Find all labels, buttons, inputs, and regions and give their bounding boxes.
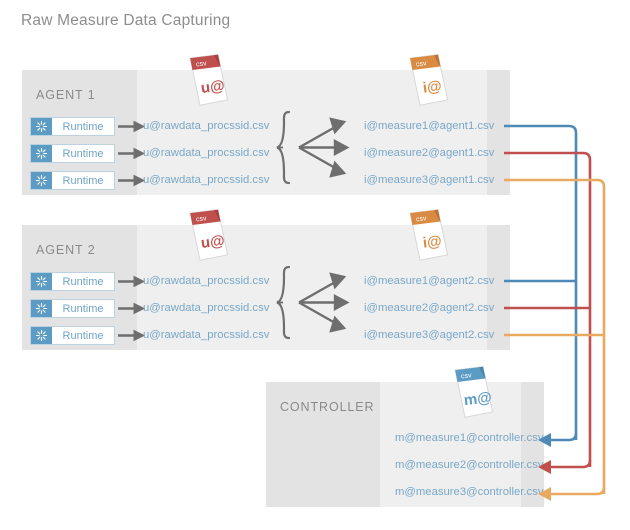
agent2-right-edge-column bbox=[487, 225, 510, 350]
controller-right-edge-column bbox=[521, 382, 544, 507]
controller-content-column bbox=[380, 382, 521, 507]
route-blue-agent1 bbox=[504, 124, 578, 440]
svg-text:u@: u@ bbox=[200, 232, 226, 252]
runtime-label: Runtime bbox=[62, 147, 104, 160]
out-file-agent1-1: i@measure1@agent1.csv bbox=[364, 120, 495, 132]
agent1-right-edge-column bbox=[487, 70, 510, 195]
route-orange-into-controller bbox=[549, 486, 606, 496]
starburst-icon bbox=[31, 273, 52, 290]
runtime-label: Runtime bbox=[62, 174, 104, 187]
svg-text:csv: csv bbox=[416, 60, 428, 68]
svg-text:csv: csv bbox=[461, 372, 473, 380]
csv-doc-icon-controller: csv m@ bbox=[454, 366, 494, 418]
runtime-box-agent1-3[interactable]: Runtime bbox=[30, 171, 115, 190]
agent2-title: AGENT 2 bbox=[36, 243, 96, 257]
raw-file-agent1-2: u@rawdata_procssid.csv bbox=[143, 147, 270, 159]
runtime-label: Runtime bbox=[62, 329, 104, 342]
panel-controller bbox=[266, 382, 544, 507]
runtime-box-agent2-3[interactable]: Runtime bbox=[30, 326, 115, 345]
raw-file-agent2-1: u@rawdata_procssid.csv bbox=[143, 275, 270, 287]
route-orange-agent1 bbox=[504, 178, 606, 494]
page-title: Raw Measure Data Capturing bbox=[21, 12, 231, 29]
runtime-box-agent1-1[interactable]: Runtime bbox=[30, 117, 115, 136]
raw-file-agent1-1: u@rawdata_procssid.csv bbox=[143, 120, 270, 132]
svg-text:m@: m@ bbox=[463, 389, 493, 409]
out-file-agent2-2: i@measure2@agent2.csv bbox=[364, 302, 495, 314]
svg-text:csv: csv bbox=[416, 215, 428, 223]
csv-doc-icon-agent1-raw: csv u@ bbox=[189, 54, 229, 106]
route-red-agent1 bbox=[504, 151, 592, 467]
aggregate-fan-agent1 bbox=[276, 110, 350, 185]
svg-text:u@: u@ bbox=[200, 77, 226, 97]
svg-text:i@: i@ bbox=[422, 233, 443, 252]
runtime-label: Runtime bbox=[62, 302, 104, 315]
runtime-box-agent1-2[interactable]: Runtime bbox=[30, 144, 115, 163]
starburst-icon bbox=[31, 327, 52, 344]
runtime-label: Runtime bbox=[62, 275, 104, 288]
route-red-into-controller bbox=[549, 459, 592, 469]
svg-text:i@: i@ bbox=[422, 78, 443, 97]
starburst-icon bbox=[31, 118, 52, 135]
arrowhead-orange-controller bbox=[538, 487, 551, 501]
flow-arrow-agent2 bbox=[118, 275, 146, 342]
starburst-icon bbox=[31, 172, 52, 189]
svg-text:csv: csv bbox=[196, 215, 208, 223]
controller-file-1: m@measure1@controller.csv bbox=[395, 432, 544, 444]
runtime-box-agent2-2[interactable]: Runtime bbox=[30, 299, 115, 318]
raw-file-agent2-3: u@rawdata_procssid.csv bbox=[143, 329, 270, 341]
out-file-agent2-1: i@measure1@agent2.csv bbox=[364, 275, 495, 287]
controller-file-3: m@measure3@controller.csv bbox=[395, 486, 544, 498]
controller-label-column bbox=[266, 382, 380, 507]
raw-file-agent2-2: u@rawdata_procssid.csv bbox=[143, 302, 270, 314]
controller-title: CONTROLLER bbox=[280, 400, 375, 414]
svg-text:csv: csv bbox=[196, 60, 208, 68]
arrowhead-blue-controller bbox=[538, 433, 551, 447]
aggregate-fan-agent2 bbox=[276, 265, 350, 340]
csv-doc-icon-agent2-out: csv i@ bbox=[409, 209, 449, 261]
runtime-label: Runtime bbox=[62, 120, 104, 133]
out-file-agent1-2: i@measure2@agent1.csv bbox=[364, 147, 495, 159]
route-blue-into-controller bbox=[549, 432, 578, 442]
raw-file-agent1-3: u@rawdata_procssid.csv bbox=[143, 174, 270, 186]
starburst-icon bbox=[31, 145, 52, 162]
out-file-agent1-3: i@measure3@agent1.csv bbox=[364, 174, 495, 186]
out-file-agent2-3: i@measure3@agent2.csv bbox=[364, 329, 495, 341]
csv-doc-icon-agent1-out: csv i@ bbox=[409, 54, 449, 106]
controller-file-2: m@measure2@controller.csv bbox=[395, 459, 544, 471]
agent1-title: AGENT 1 bbox=[36, 88, 96, 102]
starburst-icon bbox=[31, 300, 52, 317]
runtime-box-agent2-1[interactable]: Runtime bbox=[30, 272, 115, 291]
csv-doc-icon-agent2-raw: csv u@ bbox=[189, 209, 229, 261]
flow-arrow-agent1 bbox=[118, 120, 146, 187]
arrowhead-red-controller bbox=[538, 460, 551, 474]
